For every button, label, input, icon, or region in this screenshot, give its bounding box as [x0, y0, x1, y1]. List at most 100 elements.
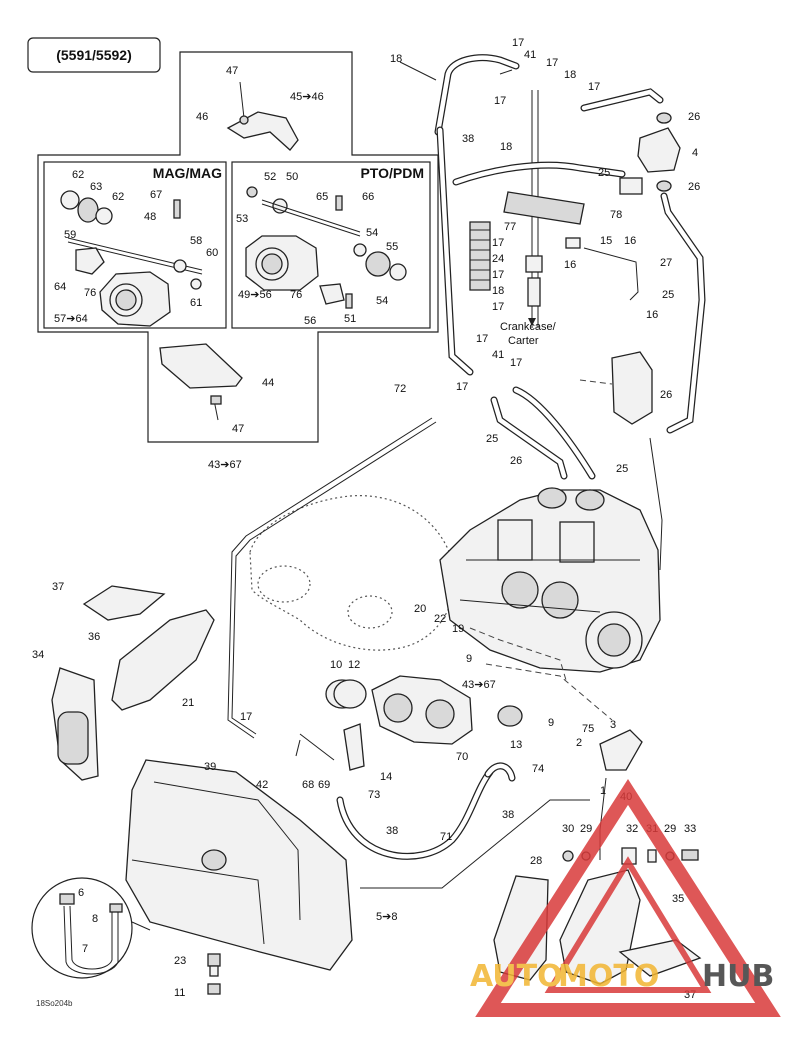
part-label-18: 18 [390, 53, 402, 65]
part-label-36: 36 [88, 631, 100, 643]
part-label-17: 17 [512, 37, 524, 49]
air-intake-silencer [125, 759, 353, 971]
part-label-72: 72 [394, 383, 406, 395]
part-label-63: 63 [90, 181, 102, 193]
part-label-45-46: 45➔46 [290, 91, 324, 103]
part-label-73: 73 [368, 789, 380, 801]
part-label-29: 29 [580, 823, 592, 835]
part-label-56: 56 [304, 315, 316, 327]
part-label-17: 17 [546, 57, 558, 69]
hose-spring-part [469, 221, 491, 291]
part-label-15: 15 [600, 235, 612, 247]
part-label-48: 48 [144, 211, 156, 223]
part-label-67: 67 [150, 189, 162, 201]
part-label-17: 17 [492, 237, 504, 249]
part-label-17: 17 [492, 301, 504, 313]
mag-cap-part [60, 190, 80, 210]
part-label-11: 11 [174, 987, 185, 999]
part-label-8: 8 [92, 913, 98, 925]
part-label-2: 2 [576, 737, 582, 749]
mag-spring-part [77, 197, 99, 223]
part-label-29: 29 [664, 823, 676, 835]
part-label-16: 16 [624, 235, 636, 247]
part-label-30: 30 [562, 823, 574, 835]
part-label-22: 22 [434, 613, 446, 625]
part-label-25: 25 [598, 167, 610, 179]
part-label-21: 21 [182, 697, 194, 709]
part-label-41: 41 [492, 349, 504, 361]
cover-part-36 [111, 609, 215, 711]
part-label-52: 52 [264, 171, 276, 183]
part-label-3: 3 [610, 719, 616, 731]
part-label-27: 27 [660, 257, 672, 269]
part-label-43-67: 43➔67 [208, 459, 242, 471]
section-mag-title: MAG/MAG [153, 165, 222, 181]
part-label-76: 76 [84, 287, 96, 299]
part-label-1: 1 [600, 785, 606, 797]
part-label-77: 77 [504, 221, 516, 233]
crankcase-note-line1: Crankcase/ [500, 321, 557, 333]
part-label-17: 17 [240, 711, 252, 723]
part-label-9: 9 [548, 717, 554, 729]
part-label-62: 62 [112, 191, 124, 203]
part-label-23: 23 [174, 955, 186, 967]
model-code: (5591/5592) [56, 47, 132, 63]
model-code-box [27, 37, 161, 73]
part-label-19: 19 [452, 623, 464, 635]
part-label-24: 24 [492, 253, 504, 265]
part-label-47: 47 [232, 423, 244, 435]
duct-part-35 [559, 869, 641, 985]
part-label-37: 37 [52, 581, 64, 593]
part-label-32: 32 [626, 823, 638, 835]
bracket-part [226, 111, 299, 151]
part-label-71: 71 [440, 831, 452, 843]
part-label-17: 17 [510, 357, 522, 369]
part-label-53: 53 [236, 213, 248, 225]
part-label-17: 17 [492, 269, 504, 281]
part-label-10: 10 [330, 659, 342, 671]
part-label-60: 60 [206, 247, 218, 259]
solenoid-part [637, 127, 681, 173]
part-label-68: 68 [302, 779, 314, 791]
part-label-18: 18 [492, 285, 504, 297]
part-label-20: 20 [414, 603, 426, 615]
part-label-34: 34 [32, 649, 44, 661]
part-label-50: 50 [286, 171, 298, 183]
pump-housing-outline [249, 495, 455, 651]
part-label-17: 17 [588, 81, 600, 93]
section-pto-title: PTO/PDM [360, 165, 424, 181]
part-label-49-56: 49➔56 [238, 289, 272, 301]
part-label-78: 78 [610, 209, 622, 221]
part-label-26: 26 [660, 389, 672, 401]
watermark-triangle [475, 779, 781, 1017]
part-label-7: 7 [82, 943, 88, 955]
part-label-64: 64 [54, 281, 66, 293]
figure-code: 18So204b [36, 999, 73, 1008]
part-label-14: 14 [380, 771, 392, 783]
part-label-62: 62 [72, 169, 84, 181]
part-label-43-67: 43➔67 [462, 679, 496, 691]
part-label-70: 70 [456, 751, 468, 763]
part-label-9: 9 [466, 653, 472, 665]
part-label-42: 42 [256, 779, 268, 791]
part-label-18: 18 [500, 141, 512, 153]
part-label-16: 16 [564, 259, 576, 271]
gasket-part [159, 343, 243, 389]
part-label-61: 61 [190, 297, 202, 309]
part-label-18: 18 [564, 69, 576, 81]
engine-block [439, 487, 661, 673]
part-label-75: 75 [582, 723, 594, 735]
duct-part-28 [493, 875, 549, 981]
part-label-13: 13 [510, 739, 522, 751]
watermark-text-hub: HUB [702, 959, 774, 994]
part-label-47: 47 [226, 65, 238, 77]
foam-part-37 [82, 585, 166, 621]
throttle-body-assembly [371, 675, 473, 745]
part-label-17: 17 [476, 333, 488, 345]
part-label-28: 28 [530, 855, 542, 867]
part-label-39: 39 [204, 761, 216, 773]
part-label-12: 12 [348, 659, 360, 671]
part-label-25: 25 [662, 289, 674, 301]
part-label-57-64: 57➔64 [54, 313, 88, 325]
